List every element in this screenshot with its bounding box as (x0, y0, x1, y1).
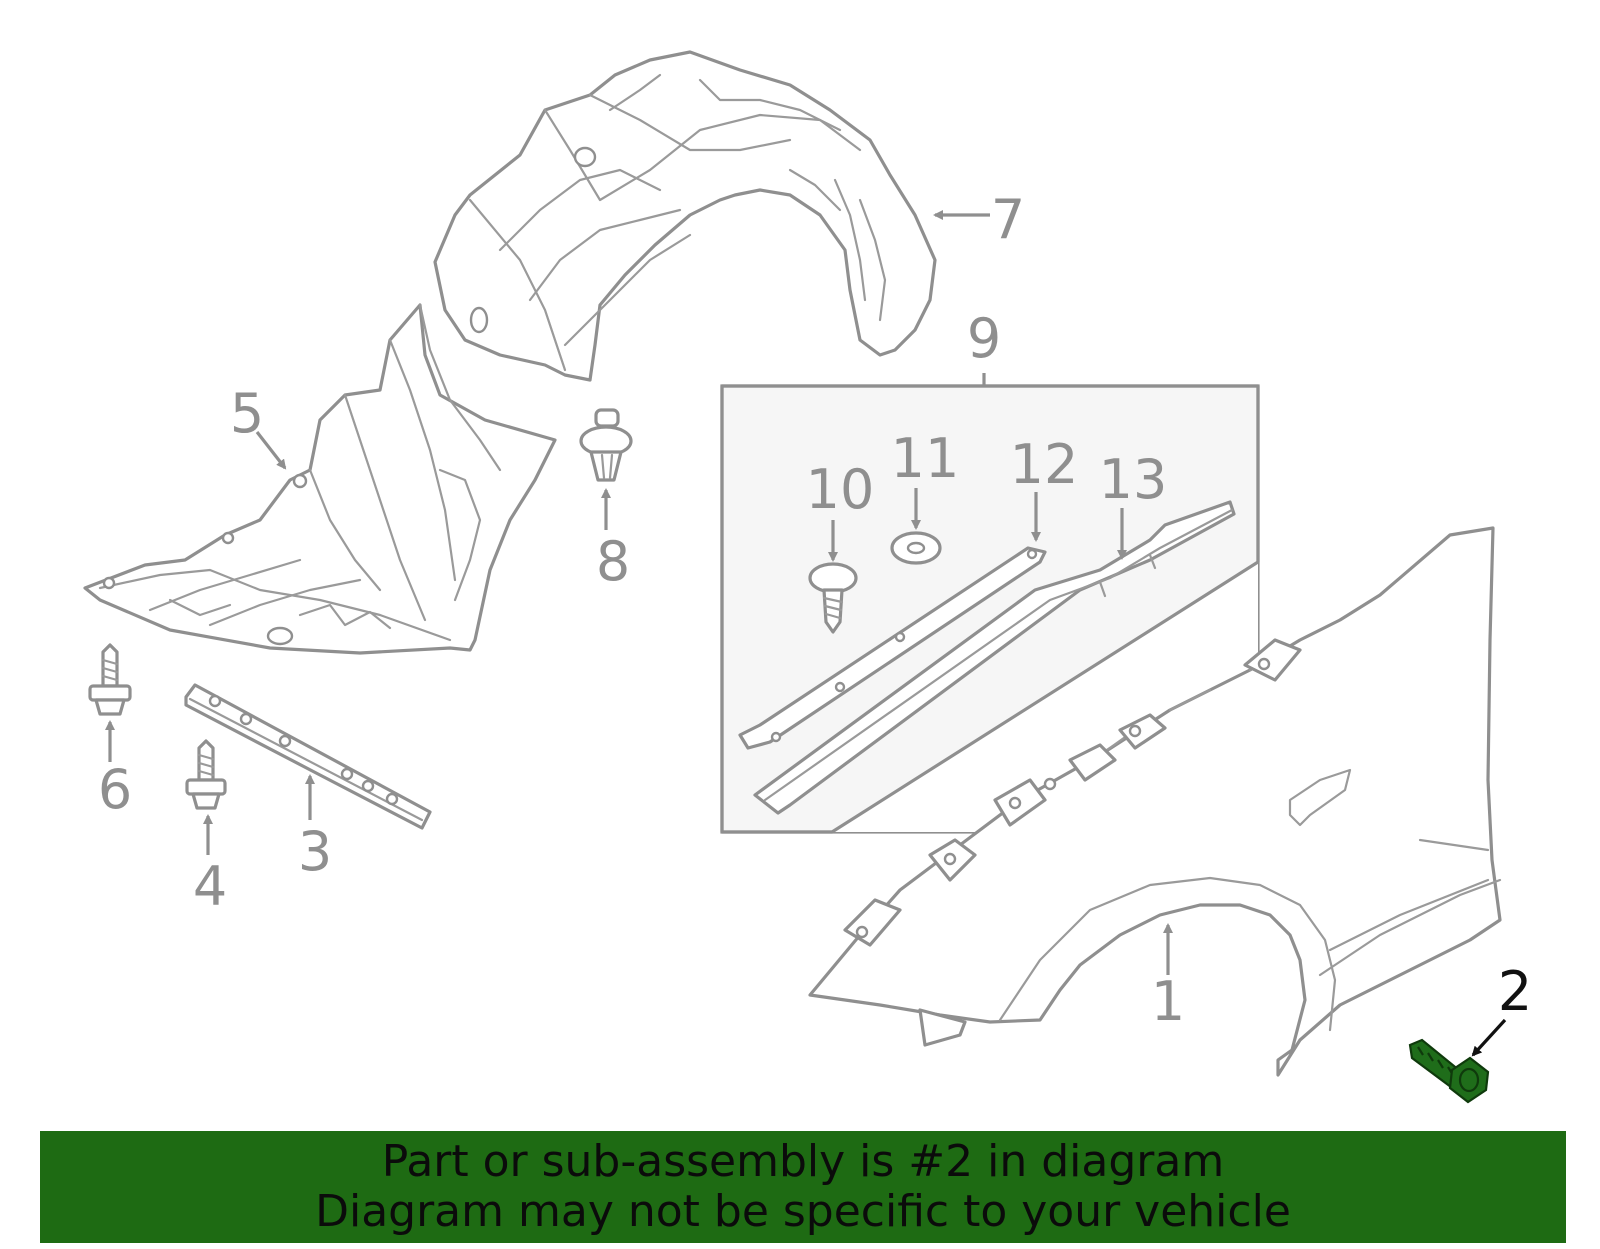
screw-part-10 (808, 562, 858, 634)
leader-arrow-2 (1471, 1018, 1507, 1057)
callout-5: 5 (230, 382, 264, 445)
callout-4: 4 (193, 855, 227, 918)
info-banner: Part or sub-assembly is #2 in diagram Di… (40, 1131, 1566, 1243)
callout-6: 6 (98, 758, 132, 821)
push-clip-part-8 (579, 408, 633, 482)
callout-11: 11 (891, 427, 960, 490)
callout-7: 7 (991, 188, 1025, 251)
banner-line-2: Diagram may not be specific to your vehi… (315, 1186, 1291, 1237)
callout-12: 12 (1010, 433, 1079, 496)
leader-arrow-5 (255, 431, 287, 470)
bracket-part-3 (184, 683, 432, 830)
fender-part-1 (808, 526, 1502, 1077)
callout-8: 8 (596, 530, 630, 593)
seal-rail-part-13 (753, 500, 1236, 815)
kit-box-outline (720, 384, 1260, 834)
callout-9: 9 (967, 307, 1001, 370)
seal-strip-part-12 (738, 546, 1047, 750)
wheel-liner-part-7 (433, 50, 937, 382)
callout-2: 2 (1498, 960, 1532, 1023)
callout-13: 13 (1099, 448, 1168, 511)
washer-part-11 (890, 531, 942, 565)
callout-1: 1 (1151, 970, 1185, 1033)
callout-3: 3 (298, 820, 332, 883)
bolt-part-4 (185, 739, 227, 810)
bolt-part-6 (88, 643, 132, 716)
banner-line-1: Part or sub-assembly is #2 in diagram (381, 1136, 1225, 1187)
callout-10: 10 (806, 458, 875, 521)
highlighted-bolt-part-2 (1408, 1038, 1490, 1104)
splash-shield-part-5 (83, 303, 557, 655)
